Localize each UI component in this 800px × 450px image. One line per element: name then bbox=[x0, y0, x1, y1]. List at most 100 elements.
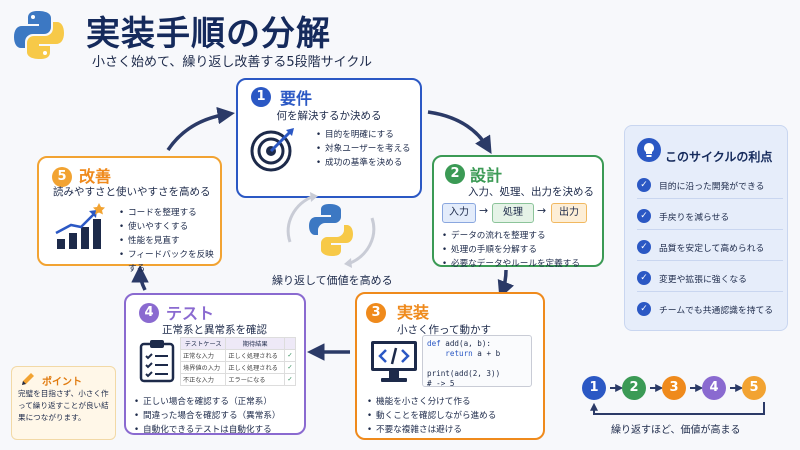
benefit-item: ✓ 目的に沿った開発ができる bbox=[637, 173, 783, 199]
bullet-item: 機能を小さく分けて作る bbox=[367, 395, 496, 409]
bullet-item: 動くことを確認しながら進める bbox=[367, 409, 496, 423]
step-card-improvement: 5 改善 読みやすさと使いやすさを高める コードを整理する 使いやすくする 性能… bbox=[37, 156, 222, 274]
step-number-badge: 2 bbox=[445, 164, 465, 184]
table-header: テストケース bbox=[179, 337, 227, 350]
table-header-row: テストケース 期待結果 bbox=[179, 337, 296, 350]
lightbulb-icon bbox=[637, 138, 661, 162]
table-row: 正常な入力 正しく処理される ✓ bbox=[179, 349, 296, 362]
flow-arrow-icon: → bbox=[537, 204, 547, 217]
step-title: テスト bbox=[166, 304, 215, 323]
table-cell: 正しく処理される bbox=[225, 349, 286, 362]
step-title: 実装 bbox=[397, 303, 430, 322]
point-note: ポイント 完璧を目指さず、小さく作って繰り返すことが良い結果につながります。 bbox=[11, 366, 116, 440]
step-description: 小さく作って動かす bbox=[397, 324, 491, 336]
table-row: 不正な入力 エラーになる ✓ bbox=[179, 373, 296, 386]
benefit-text: 品質を安定して高められる bbox=[659, 244, 765, 254]
python-logo bbox=[14, 11, 64, 59]
code-text: a + b bbox=[472, 349, 501, 358]
pencil-icon bbox=[22, 373, 34, 385]
bullet-item: 目的を明確にする bbox=[316, 128, 411, 142]
bullet-item: 自動化できるテストは自動化する bbox=[134, 423, 281, 437]
check-icon: ✓ bbox=[284, 349, 296, 362]
arrow-improve-to-requirements bbox=[166, 106, 235, 151]
chain-step-4: 4 bbox=[702, 376, 726, 400]
table-cell: 不正な入力 bbox=[179, 373, 227, 386]
benefit-item: ✓ 変更や拡張に強くなる bbox=[637, 266, 783, 292]
chain-step-3: 3 bbox=[662, 376, 686, 400]
page-title: 実装手順の分解 bbox=[86, 14, 331, 54]
flow-input-box: 入力 bbox=[442, 203, 476, 223]
bullet-item: 処理の手順を分解する bbox=[442, 243, 580, 257]
step-bullets: コードを整理する 使いやすくする 性能を見直す フィードバックを反映する bbox=[119, 206, 219, 276]
step-bullets: データの流れを整理する 処理の手順を分解する 必要なデータやルールを定義する bbox=[442, 229, 580, 271]
step-bullets: 目的を明確にする 対象ユーザーを考える 成功の基準を決める bbox=[316, 128, 411, 170]
check-icon: ✓ bbox=[637, 240, 651, 254]
center-cycle-icon bbox=[286, 192, 376, 268]
test-case-table: テストケース 期待結果 正常な入力 正しく処理される ✓ 境界値の入力 正しく処… bbox=[179, 337, 296, 386]
table-header bbox=[284, 337, 296, 350]
step-card-design: 2 設計 入力、処理、出力を決める 入力 → 処理 → 出力 データの流れを整理… bbox=[432, 155, 604, 271]
benefit-text: 手戻りを減らせる bbox=[659, 213, 730, 223]
step-bullets: 機能を小さく分けて作る 動くことを確認しながら進める 不要な複雑さは避ける bbox=[367, 395, 496, 437]
step-description: 何を解決するか決める bbox=[276, 110, 382, 122]
code-sample: def add(a, b): return a + b print(add(2,… bbox=[422, 335, 532, 388]
step-number-badge: 4 bbox=[139, 303, 159, 323]
code-text: add(a, b): bbox=[440, 339, 492, 348]
arrow-requirements-to-design bbox=[427, 110, 492, 155]
step-title: 要件 bbox=[280, 89, 313, 108]
step-description: 入力、処理、出力を決める bbox=[468, 186, 594, 198]
chain-step-1: 1 bbox=[582, 376, 606, 400]
benefit-item: ✓ 品質を安定して高められる bbox=[637, 235, 783, 261]
bullet-item: フィードバックを反映する bbox=[119, 248, 219, 276]
check-icon: ✓ bbox=[637, 271, 651, 285]
chain-step-5: 5 bbox=[742, 376, 766, 400]
check-icon: ✓ bbox=[284, 361, 296, 374]
chain-step-2: 2 bbox=[622, 376, 646, 400]
benefit-text: 変更や拡張に強くなる bbox=[659, 275, 747, 285]
table-cell: 境界値の入力 bbox=[179, 361, 227, 374]
benefits-title: このサイクルの利点 bbox=[665, 150, 773, 164]
step-number-badge: 1 bbox=[251, 87, 271, 107]
bullet-item: 必要なデータやルールを定義する bbox=[442, 257, 580, 271]
table-cell: 正しく処理される bbox=[225, 361, 286, 374]
step-description: 正常系と異常系を確認 bbox=[162, 324, 267, 336]
bullet-item: 性能を見直す bbox=[119, 234, 219, 248]
point-title: ポイント bbox=[42, 377, 82, 388]
step-card-requirements: 1 要件 何を解決するか決める 目的を明確にする 対象ユーザーを考える 成功の基… bbox=[236, 78, 422, 198]
table-cell: 正常な入力 bbox=[179, 349, 227, 362]
bullet-item: 間違った場合を確認する（異常系） bbox=[134, 409, 281, 423]
benefit-item: ✓ チームでも共通認識を持てる bbox=[637, 297, 783, 323]
benefit-item: ✓ 手戻りを減らせる bbox=[637, 204, 783, 230]
bullet-item: 不要な複雑さは避ける bbox=[367, 423, 496, 437]
arrow-design-to-implementation bbox=[497, 269, 515, 299]
center-caption: 繰り返して価値を高める bbox=[272, 274, 393, 287]
table-row: 境界値の入力 正しく処理される ✓ bbox=[179, 361, 296, 374]
benefits-panel: このサイクルの利点 ✓ 目的に沿った開発ができる ✓ 手戻りを減らせる ✓ 品質… bbox=[624, 125, 788, 331]
bullet-item: コードを整理する bbox=[119, 206, 219, 220]
bullet-item: 使いやすくする bbox=[119, 220, 219, 234]
check-icon: ✓ bbox=[284, 373, 296, 386]
code-keyword: return bbox=[445, 349, 473, 358]
code-text: print(add(2, 3)) bbox=[427, 369, 501, 378]
benefit-text: チームでも共通認識を持てる bbox=[659, 306, 774, 316]
code-monitor-icon bbox=[371, 341, 417, 382]
step-number-badge: 3 bbox=[366, 303, 386, 323]
growth-chart-icon bbox=[55, 203, 105, 249]
step-description: 読みやすさと使いやすさを高める bbox=[53, 186, 211, 198]
code-comment: # -> 5 bbox=[427, 379, 455, 388]
table-cell: エラーになる bbox=[225, 373, 286, 386]
code-keyword: def bbox=[427, 339, 441, 348]
target-icon bbox=[250, 128, 294, 172]
bullet-item: 正しい場合を確認する（正常系） bbox=[134, 395, 281, 409]
bullet-item: 成功の基準を決める bbox=[316, 156, 411, 170]
check-icon: ✓ bbox=[637, 178, 651, 192]
flow-arrow-icon: → bbox=[479, 204, 489, 217]
check-icon: ✓ bbox=[637, 302, 651, 316]
table-header: 期待結果 bbox=[225, 337, 286, 350]
bullet-item: 対象ユーザーを考える bbox=[316, 142, 411, 156]
step-title: 改善 bbox=[79, 167, 112, 186]
chain-caption: 繰り返すほど、価値が高まる bbox=[611, 425, 741, 436]
step-title: 設計 bbox=[470, 166, 503, 185]
bullet-item: データの流れを整理する bbox=[442, 229, 580, 243]
clipboard-checklist-icon bbox=[139, 340, 175, 383]
